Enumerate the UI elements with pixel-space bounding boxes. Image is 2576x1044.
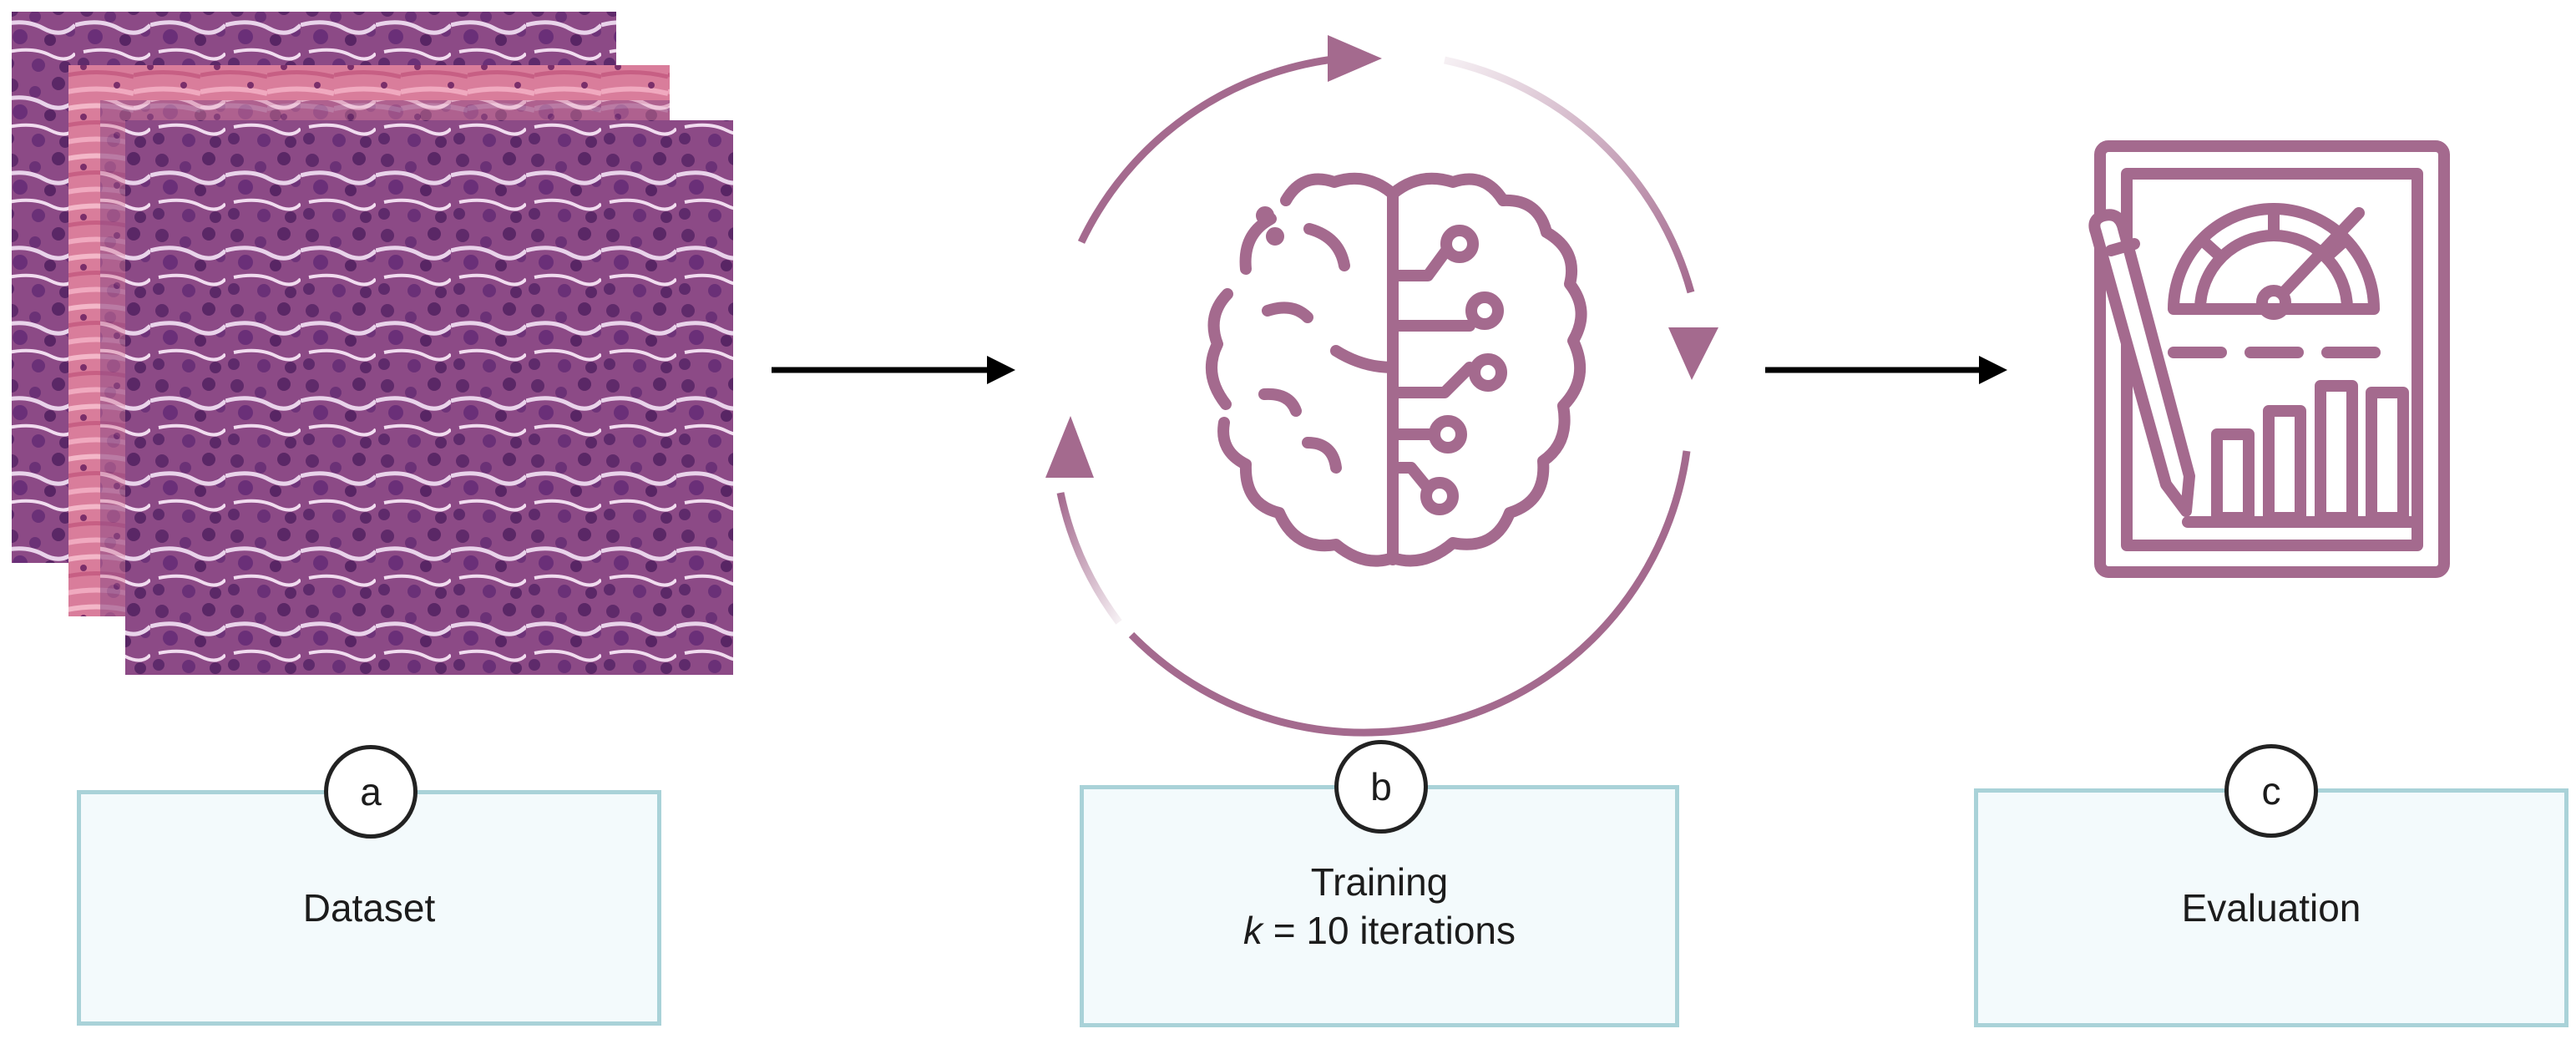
report-clipboard-icon <box>2088 140 2450 578</box>
arrow-training-to-evaluation <box>1765 356 2007 384</box>
step-b-iterations-text: = 10 iterations <box>1262 909 1516 952</box>
step-b-badge-letter: b <box>1370 765 1392 808</box>
step-a-badge-letter: a <box>360 770 382 813</box>
tile-front <box>125 120 733 675</box>
step-a-badge: a <box>324 745 418 839</box>
step-b-label-line1: Training <box>1310 860 1449 904</box>
arrow-dataset-to-training <box>772 356 1015 384</box>
refresh-cycle-icon <box>1045 35 1718 737</box>
histology-tile-stack <box>12 12 733 675</box>
step-b-badge: b <box>1334 740 1428 834</box>
step-a-label: Dataset <box>302 886 436 930</box>
step-b-k-variable: k <box>1242 909 1263 952</box>
step-c-badge: c <box>2224 744 2318 838</box>
step-c-badge-letter: c <box>2261 769 2281 813</box>
step-c-label: Evaluation <box>2181 886 2361 930</box>
brain-circuit-icon <box>1205 172 1587 567</box>
step-b-label-line2: k = 10 iterations <box>1243 906 1516 955</box>
